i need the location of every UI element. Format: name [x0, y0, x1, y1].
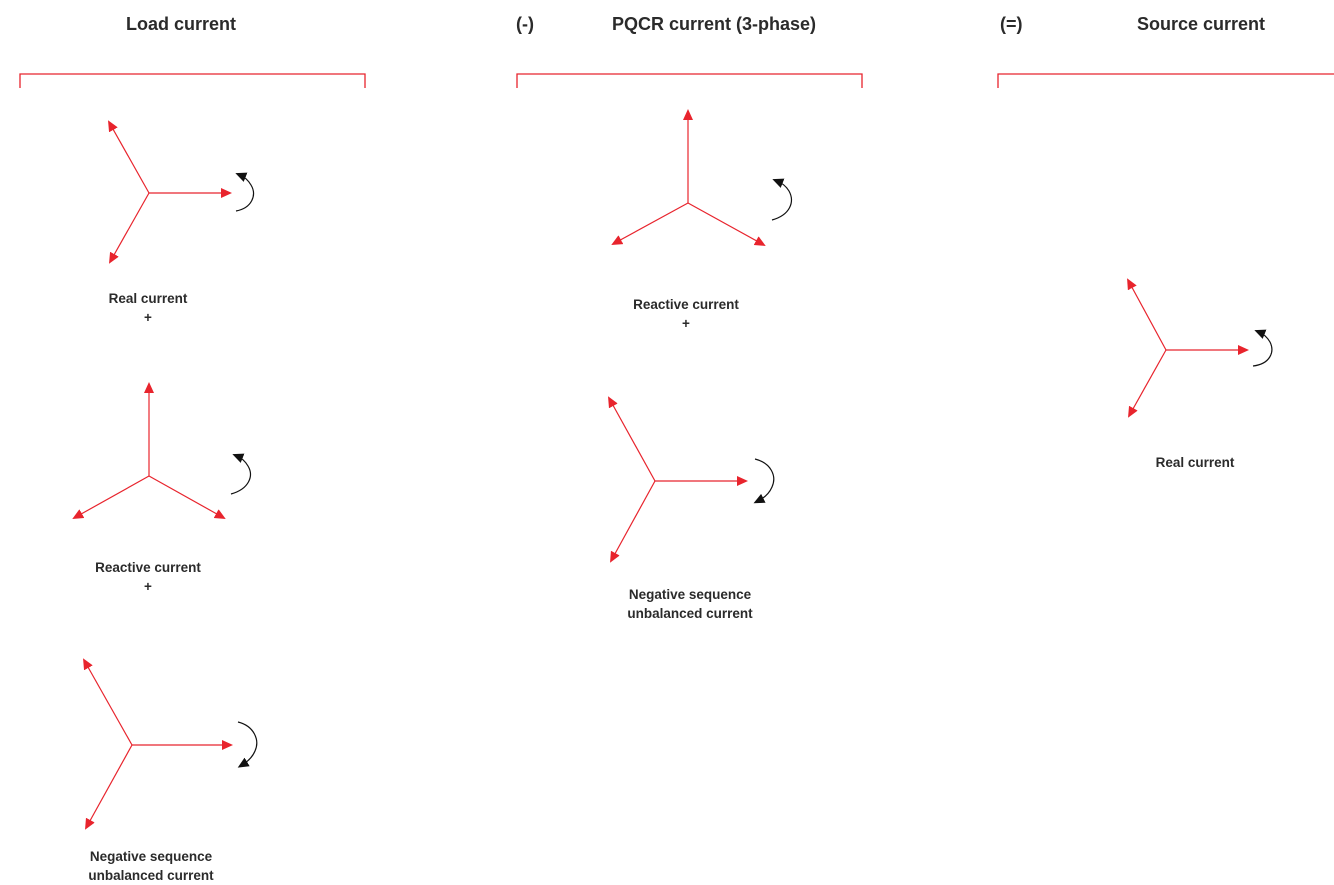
- load-negative-sequence-phasor: [83, 658, 233, 830]
- header-load-current: Load current: [126, 14, 237, 34]
- caption-line-1: Negative sequence: [89, 849, 213, 864]
- header-minus-operator: (-): [516, 14, 534, 34]
- load-reactive-rotation-icon: [230, 453, 252, 495]
- caption-line-2: unbalanced current: [88, 868, 214, 883]
- pqcr-negative-rotation-icon: [753, 458, 775, 504]
- caption-label: Real current: [108, 291, 188, 306]
- caption-label: Real current: [1155, 455, 1235, 470]
- load-current-bracket: [19, 73, 366, 88]
- caption-line-2: unbalanced current: [627, 606, 753, 621]
- pqcr-current-bracket: [516, 73, 863, 88]
- header-equals-operator: (=): [1000, 14, 1023, 34]
- header-pqcr-current: PQCR current (3-phase): [612, 14, 817, 34]
- source-real-rotation-icon: [1252, 329, 1273, 367]
- load-negative-sequence-caption: Negative sequence unbalanced current: [88, 847, 213, 885]
- load-real-rotation-icon: [235, 172, 255, 212]
- load-reactive-current-phasor: [72, 382, 226, 519]
- pqcr-reactive-current-caption: Reactive current +: [633, 295, 739, 333]
- caption-label: Reactive current: [633, 297, 739, 312]
- caption-line-1: Negative sequence: [628, 587, 752, 602]
- pqcr-negative-sequence-caption: Negative sequence unbalanced current: [627, 585, 752, 623]
- plus-sign: +: [144, 310, 152, 325]
- header-source-current: Source current: [1137, 14, 1266, 34]
- load-reactive-current-caption: Reactive current +: [95, 558, 201, 596]
- plus-sign: +: [144, 579, 152, 594]
- source-current-bracket: [997, 73, 1334, 88]
- load-real-current-caption: Real current +: [109, 289, 188, 327]
- load-negative-rotation-icon: [237, 721, 258, 768]
- load-real-current-phasor: [108, 120, 232, 264]
- plus-sign: +: [682, 316, 690, 331]
- source-real-current-caption: Real current: [1156, 453, 1235, 472]
- pqcr-reactive-current-phasor: [611, 109, 766, 246]
- source-real-current-phasor: [1127, 278, 1249, 418]
- pqcr-negative-sequence-phasor: [608, 396, 748, 563]
- pqcr-reactive-rotation-icon: [771, 178, 793, 221]
- caption-label: Reactive current: [95, 560, 201, 575]
